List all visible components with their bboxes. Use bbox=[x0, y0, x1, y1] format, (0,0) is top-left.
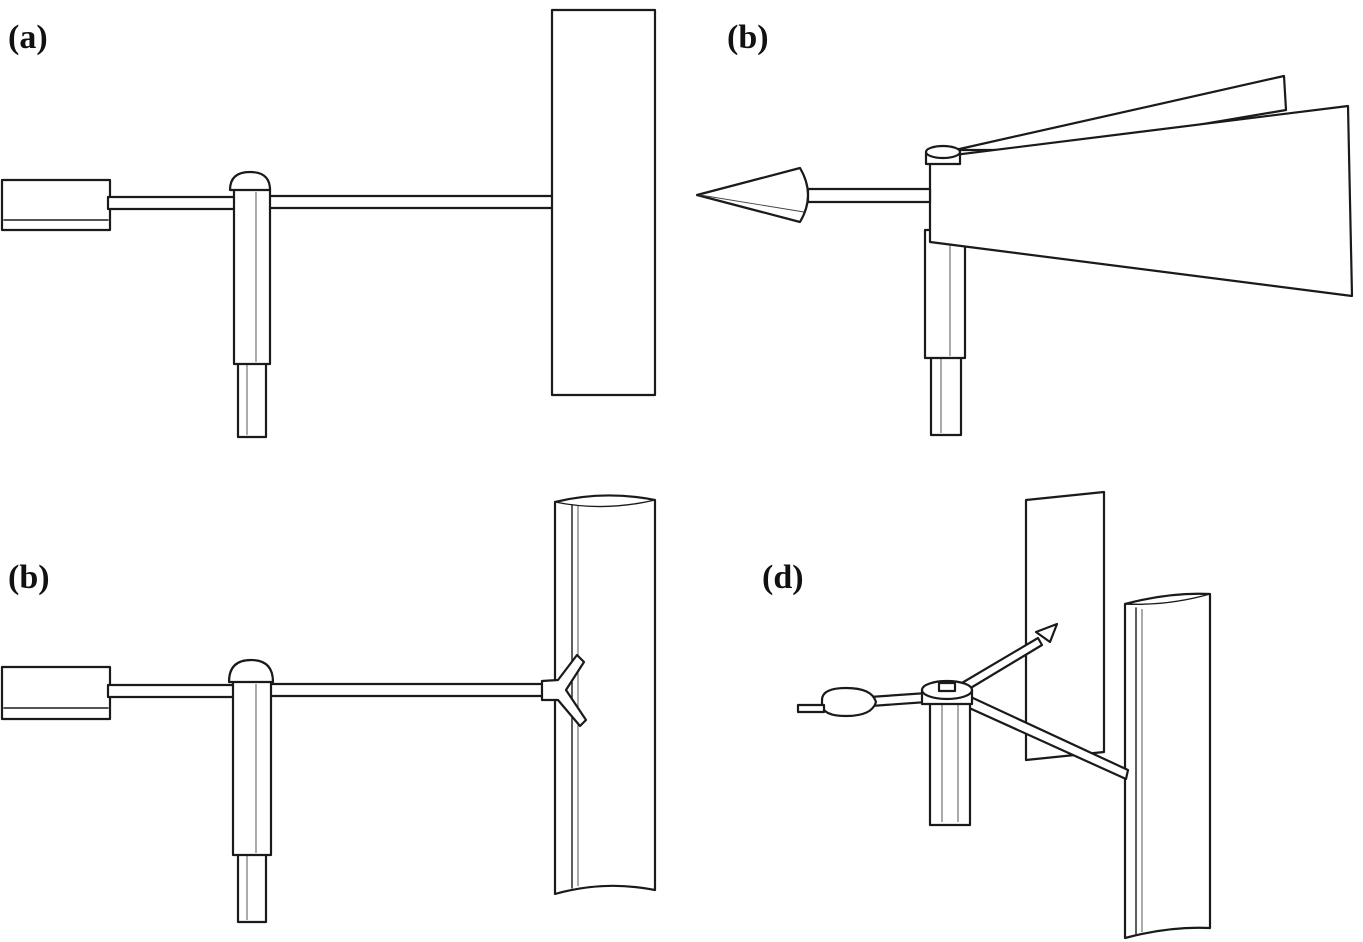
rear-plate-d bbox=[1024, 490, 1106, 762]
tail-fin-front bbox=[928, 104, 1354, 298]
counterweight-b-bottom bbox=[0, 665, 112, 721]
pivot-post-a bbox=[228, 170, 272, 439]
panel-label-d: (d) bbox=[762, 559, 804, 596]
counterweight-d bbox=[796, 686, 878, 718]
panel-a: (a) bbox=[0, 8, 657, 439]
arm-b-top bbox=[806, 187, 932, 204]
y-bracket bbox=[540, 653, 588, 728]
pivot-post-b-bottom bbox=[227, 658, 275, 924]
panel-label-a: (a) bbox=[8, 19, 48, 56]
tail-plate-a bbox=[550, 8, 657, 397]
pivot-post-b-top bbox=[923, 228, 967, 437]
panel-label-b-bottom: (b) bbox=[8, 559, 50, 596]
airfoil-tail bbox=[553, 494, 657, 896]
panel-b-bottom: (b) bbox=[0, 494, 657, 924]
front-plate-d bbox=[1123, 592, 1212, 940]
panel-d: (d) bbox=[762, 490, 1212, 940]
arm-b-bottom bbox=[106, 682, 546, 699]
cone-pointer bbox=[695, 166, 810, 224]
panel-b-top: (b) bbox=[695, 19, 1354, 437]
hub-b-top bbox=[924, 144, 962, 166]
pivot-post-d bbox=[928, 698, 972, 827]
hub-d bbox=[920, 679, 974, 706]
panel-label-b-top: (b) bbox=[727, 19, 769, 56]
counterweight-a bbox=[0, 178, 112, 232]
arm-a bbox=[106, 194, 626, 211]
